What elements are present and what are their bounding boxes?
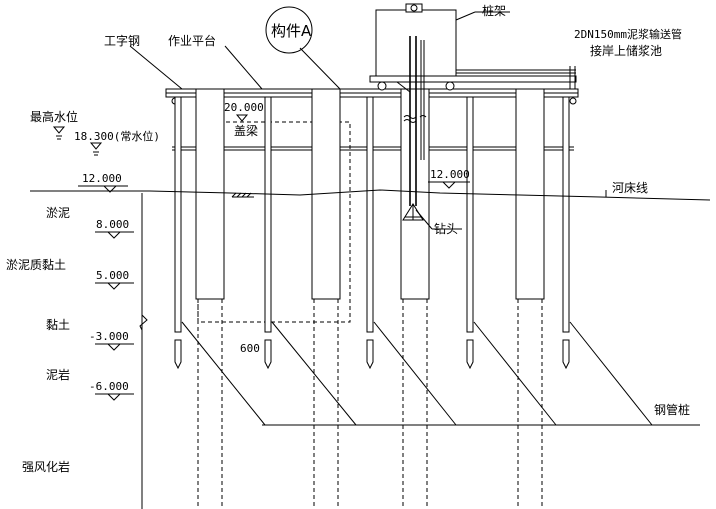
steel-pipe-pile-label: 钢管桩 [654, 402, 690, 417]
pile-1 [195, 88, 225, 300]
riverbed-line [30, 189, 711, 201]
top-leaders [129, 11, 607, 230]
riverbed-hatch [231, 192, 254, 198]
slurry-pipe-label: 2DN150mm泥浆输送管 [574, 27, 682, 41]
slurry-pipe-sublabel: 接岸上储浆池 [590, 43, 662, 58]
stratum-name-5: 强风化岩 [22, 459, 70, 474]
stratum-name-2: 淤泥质黏土 [6, 258, 66, 272]
elevation-markers [78, 181, 470, 401]
stratum-name-3: 黏土 [46, 318, 70, 332]
highest-water-value: 20.000 [224, 101, 264, 114]
drill-bit-label: 钻头 [434, 221, 458, 236]
steel-pipe-piles [174, 96, 570, 370]
cap-beam-label: 盖梁 [234, 123, 258, 138]
pile-frame-label: 桩架 [482, 3, 506, 18]
riverbed-elevation-left: 12.000 [82, 172, 122, 185]
highest-water-label: 最高水位 [30, 109, 78, 124]
pile-dimension: 600 [240, 342, 260, 355]
riverbed-elevation-right: 12.000 [430, 168, 470, 181]
work-platform-label: 作业平台 [168, 33, 216, 48]
pile-leaders [181, 321, 700, 426]
normal-water-value: 18.300(常水位) [74, 129, 160, 143]
riverbed-label: 河床线 [612, 181, 648, 195]
water-level-markers [52, 114, 249, 156]
stratum-elevation-1: 8.000 [96, 218, 129, 231]
stratum-name-4: 泥岩 [46, 367, 70, 382]
steel-beam-label: 工字钢 [104, 33, 140, 48]
component-a [265, 6, 341, 90]
stratum-elevation-2: 5.000 [96, 269, 129, 282]
pile-frame [369, 3, 577, 206]
stratum-elevation-4: -6.000 [89, 380, 129, 393]
component-a-label: 构件A [271, 22, 312, 40]
stratum-elevation-3: -3.000 [89, 330, 129, 343]
stratum-name-1: 淤泥 [46, 206, 70, 220]
pile-4 [515, 88, 545, 300]
